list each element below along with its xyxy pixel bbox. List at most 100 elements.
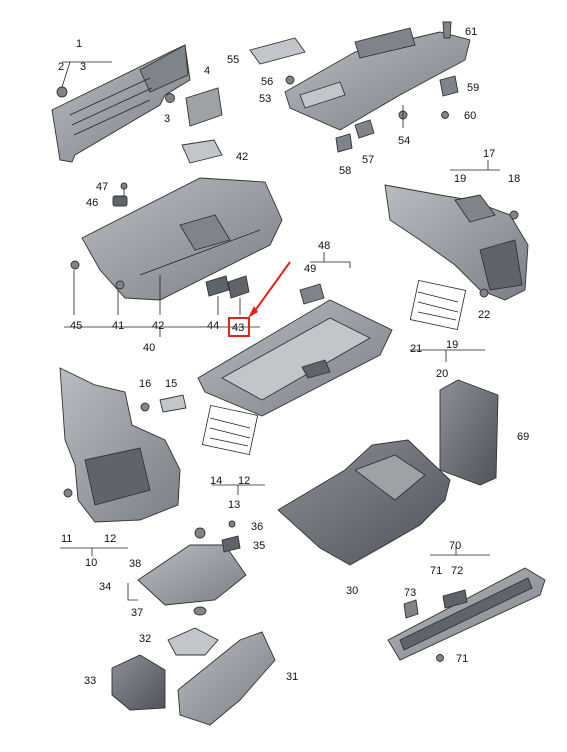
part-clip-35	[221, 535, 241, 553]
part-module-32	[167, 627, 219, 656]
part-bag-69	[439, 379, 499, 486]
part-clip-56	[285, 75, 295, 85]
label-45: 45	[70, 320, 82, 332]
leader-lines	[60, 61, 500, 601]
part-bracket-55	[249, 37, 306, 65]
label-56: 56	[261, 76, 273, 88]
part-cover-4	[185, 87, 223, 127]
label-30: 30	[346, 585, 358, 597]
label-71a: 71	[430, 565, 442, 577]
part-screw-47	[120, 182, 128, 196]
part-clip-57	[354, 119, 375, 139]
label-3: 3	[80, 61, 86, 73]
label-73: 73	[404, 587, 416, 599]
label-17: 17	[483, 148, 495, 160]
label-43: 43	[232, 322, 244, 334]
label-19a: 19	[454, 173, 466, 185]
label-33: 33	[84, 675, 96, 687]
label-70: 70	[449, 540, 461, 552]
label-53: 53	[259, 93, 271, 105]
label-48: 48	[318, 240, 330, 252]
label-72: 72	[451, 565, 463, 577]
label-20: 20	[436, 368, 448, 380]
label-18: 18	[508, 173, 520, 185]
part-sill-trim-70	[387, 567, 546, 661]
part-net-13	[201, 404, 259, 456]
label-42a: 42	[152, 320, 164, 332]
label-13: 13	[228, 499, 240, 511]
label-41: 41	[112, 320, 124, 332]
part-clip-61	[442, 21, 452, 39]
label-12b: 12	[238, 475, 250, 487]
label-3b: 3	[164, 113, 170, 125]
part-shelf-53	[284, 27, 471, 131]
part-screw-71	[436, 654, 444, 662]
label-35: 35	[253, 540, 265, 552]
part-clip-46	[112, 195, 128, 207]
label-2: 2	[58, 61, 64, 73]
label-19b: 19	[446, 339, 458, 351]
label-44: 44	[207, 320, 219, 332]
label-42b: 42	[236, 151, 248, 163]
label-46: 46	[86, 197, 98, 209]
part-clip-58	[335, 133, 353, 153]
part-rear-panel-trim	[51, 44, 191, 163]
part-clip-38	[194, 527, 206, 539]
part-clip-73	[403, 599, 419, 619]
part-clip-16	[140, 402, 150, 412]
label-4: 4	[204, 65, 210, 77]
part-cover-42	[181, 139, 223, 164]
label-10: 10	[85, 557, 97, 569]
part-tray-34	[137, 544, 247, 606]
label-54: 54	[398, 135, 410, 147]
part-handle-49	[299, 283, 325, 305]
part-clip-11	[63, 488, 73, 498]
part-clip-15	[159, 394, 187, 413]
label-71b: 71	[456, 653, 468, 665]
part-clip-3a	[165, 93, 175, 103]
label-58: 58	[339, 165, 351, 177]
part-clip-54	[398, 105, 408, 128]
label-60: 60	[464, 110, 476, 122]
part-clip-18	[509, 210, 519, 220]
label-34: 34	[99, 581, 111, 593]
label-40: 40	[143, 342, 155, 354]
part-screw-60	[441, 111, 449, 119]
part-clip-22	[479, 288, 489, 298]
label-61: 61	[465, 26, 477, 38]
label-11: 11	[61, 533, 72, 545]
label-59: 59	[467, 82, 479, 94]
label-21: 21	[410, 343, 422, 355]
label-22: 22	[478, 309, 490, 321]
part-screw-36	[228, 520, 236, 528]
part-cover-44	[205, 275, 230, 297]
part-clip-37	[193, 606, 207, 616]
label-37: 37	[131, 607, 143, 619]
part-bracket-31	[177, 631, 276, 726]
label-49: 49	[304, 263, 316, 275]
part-tag-72	[442, 589, 468, 609]
part-side-trim-10	[59, 367, 181, 523]
part-side-trim-19	[384, 184, 529, 301]
highlight-box-43	[228, 317, 250, 337]
part-block-33	[111, 654, 166, 711]
label-32: 32	[139, 633, 151, 645]
part-side-trim-40	[81, 177, 283, 301]
part-clip-2	[56, 86, 68, 98]
label-69: 69	[517, 431, 529, 443]
label-57: 57	[362, 154, 374, 166]
part-net-20	[409, 279, 467, 331]
label-15: 15	[165, 378, 177, 390]
label-12a: 12	[104, 533, 116, 545]
label-16: 16	[139, 378, 151, 390]
label-47: 47	[96, 181, 108, 193]
label-14: 14	[210, 475, 222, 487]
part-clip-41	[115, 280, 125, 290]
label-55: 55	[227, 54, 239, 66]
label-1: 1	[76, 38, 82, 50]
callout-labels: 1 2 3 3 4 40 41 42 42 43 44 45 46 47 48 …	[58, 26, 529, 687]
part-clip-45	[70, 260, 80, 270]
part-cover-43	[227, 275, 250, 299]
label-36: 36	[251, 521, 263, 533]
highlight-arrow	[248, 261, 291, 318]
